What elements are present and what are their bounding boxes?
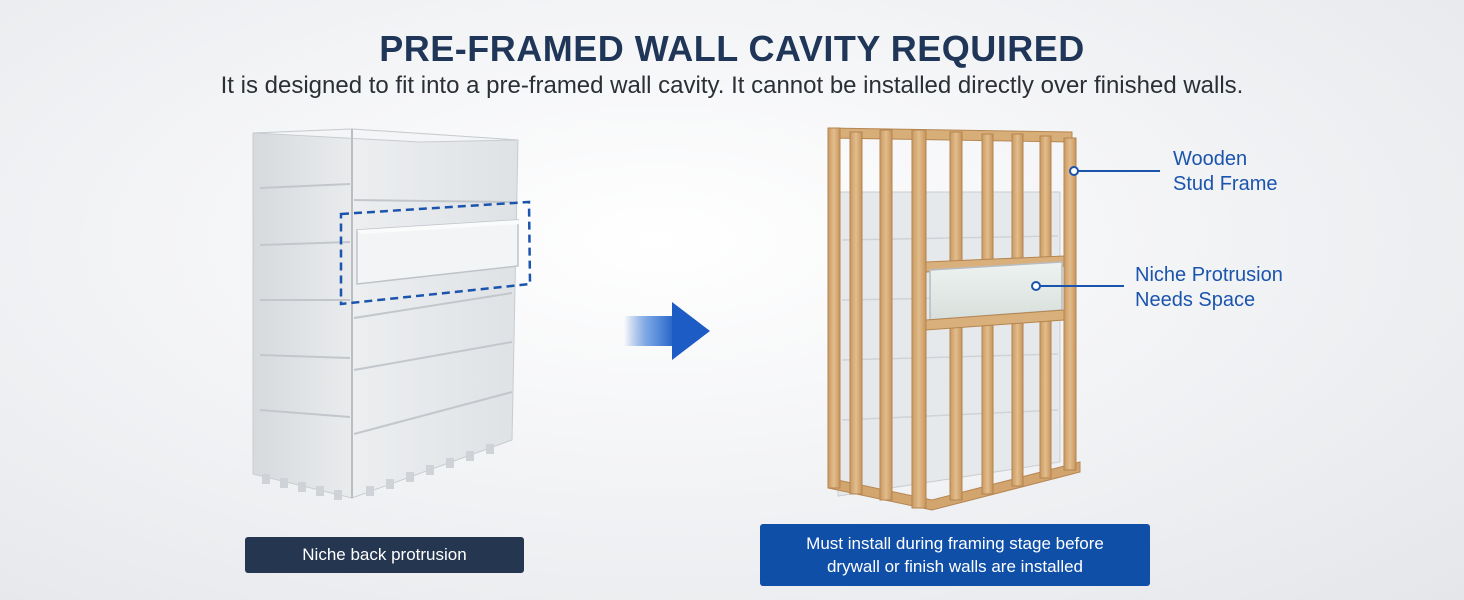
page-subtitle: It is designed to fit into a pre-framed … [220,72,1244,99]
caption-niche-back-protrusion: Niche back protrusion [245,537,524,573]
page-title: PRE-FRAMED WALL CAVITY REQUIRED [379,28,1085,69]
callout-niche-line1: Niche Protrusion [1135,264,1283,286]
stud-frame-illustration [827,127,1081,511]
shower-unit-illustration [252,128,532,500]
caption-left-text: Niche back protrusion [302,545,467,564]
callout-line-niche [1031,281,1124,291]
callout-niche-line2: Needs Space [1135,289,1256,311]
caption-install-during-framing: Must install during framing stage before… [760,524,1150,586]
caption-right-line2: drywall or finish walls are installed [826,557,1084,576]
arrow-right-icon [624,302,710,360]
callout-niche-protrusion: Niche Protrusion Needs Space [1135,263,1283,313]
caption-right-line1: Must install during framing stage before [806,534,1104,553]
callout-frame-line1: Wooden [1173,148,1248,170]
callout-line-frame [1069,166,1160,176]
callout-wooden-stud-frame: Wooden Stud Frame [1173,147,1277,197]
callout-frame-line2: Stud Frame [1173,173,1278,195]
